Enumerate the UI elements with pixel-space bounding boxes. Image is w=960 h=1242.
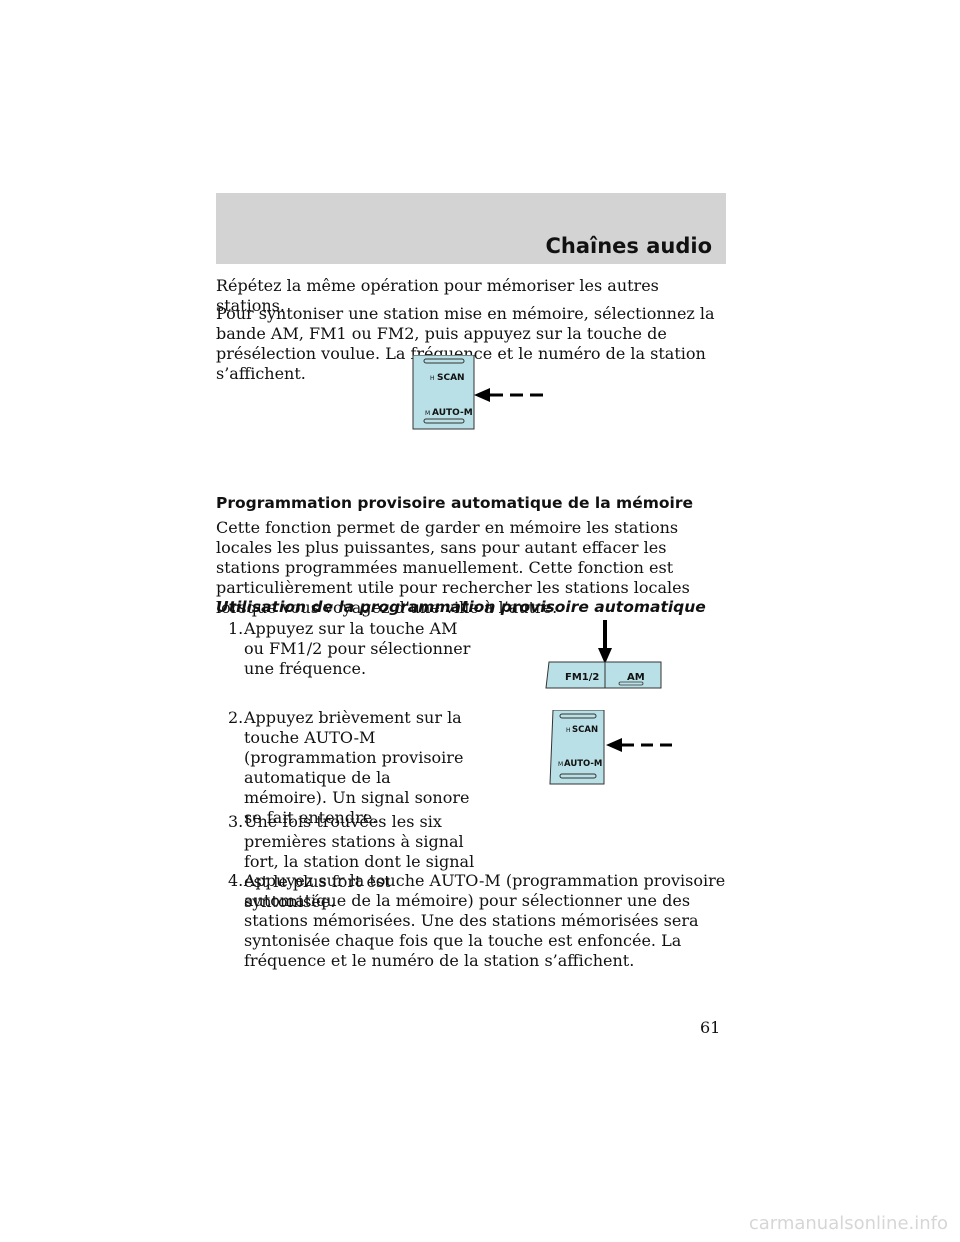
step-text: Appuyez brièvement sur la touche AUTO-M … (244, 708, 470, 827)
auto-prefix-label: M (558, 761, 563, 768)
step-3: 3. Une fois trouvées les six premières s… (228, 812, 478, 912)
step-text: Appuyez sur la touche AM ou FM1/2 pour s… (244, 619, 471, 678)
band-buttons-figure: FM1/2 AM (545, 620, 662, 689)
auto-m-label: AUTO-M (432, 408, 473, 418)
auto-ridge-bottom (423, 418, 465, 424)
step-number: 2. (228, 708, 244, 727)
scan-auto-button-figure-2: H SCAN M AUTO-M (549, 710, 672, 785)
scan-label: SCAN (437, 373, 465, 383)
scan-ridge-top (423, 358, 465, 364)
step-number: 4. (228, 871, 244, 890)
step-text: Appuyez sur la touche AUTO-M (programmat… (244, 871, 726, 970)
paragraph-auto-memory: Cette fonction permet de garder en mémoi… (216, 518, 690, 617)
step-2: 2. Appuyez brièvement sur la touche AUTO… (228, 708, 478, 828)
section-title: Chaînes audio (545, 234, 712, 258)
step-4: 4. Appuyez sur la touche AUTO-M (program… (228, 871, 728, 971)
arrow-head-icon (606, 738, 622, 752)
band-buttons-shape (545, 661, 662, 689)
auto-prefix-label: M (425, 410, 430, 417)
paragraph-repeat: Répétez la même opération pour mémoriser… (216, 276, 659, 315)
step-text: Une fois trouvées les six premières stat… (244, 812, 475, 911)
arrow-head-icon (474, 388, 490, 402)
scan-auto-button-shape (412, 355, 475, 430)
paragraph-tune-preset: Pour syntoniser une station mise en mémo… (216, 304, 715, 383)
auto-ridge-bottom (559, 773, 597, 779)
scan-ridge-top (559, 713, 597, 719)
scan-label: SCAN (572, 725, 598, 735)
watermark: carmanualsonline.info (748, 1213, 948, 1234)
step-number: 1. (228, 619, 244, 638)
am-ridge (618, 681, 644, 686)
fm-button-label: FM1/2 (565, 672, 599, 683)
scan-auto-button-figure: H SCAN M AUTO-M (412, 355, 543, 430)
section-header-band: Chaînes audio (216, 193, 726, 264)
scan-prefix-label: H (430, 375, 435, 382)
am-button-label: AM (627, 672, 645, 683)
step-1: 1. Appuyez sur la touche AM ou FM1/2 pou… (228, 619, 478, 679)
page-number: 61 (700, 1018, 721, 1037)
down-arrow-head-icon (598, 648, 612, 664)
heading-using-auto-memory: Utilisation de la programmation provisoi… (216, 598, 706, 616)
auto-m-label: AUTO-M (564, 759, 602, 769)
scan-auto-button-shape (549, 710, 605, 785)
heading-auto-memory: Programmation provisoire automatique de … (216, 494, 693, 512)
step-number: 3. (228, 812, 244, 831)
scan-prefix-label: H (566, 727, 571, 734)
